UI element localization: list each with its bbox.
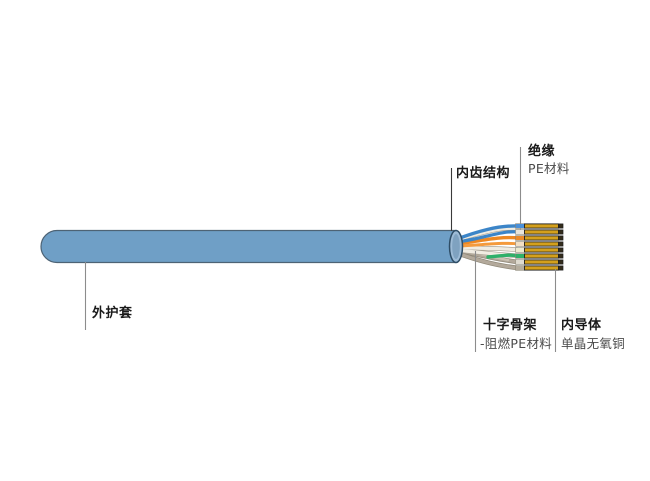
copper-tip [558, 235, 564, 241]
copper-bar [524, 247, 559, 253]
copper-tip [558, 247, 564, 253]
copper-bar [524, 235, 559, 241]
insulation-stub [515, 241, 525, 247]
insulation-stub [515, 223, 525, 229]
label-cross-frame: 十字骨架 [483, 318, 538, 333]
copper-tip [558, 223, 564, 229]
wire-green [486, 253, 521, 259]
copper-bar [524, 229, 559, 235]
copper-tip [558, 259, 564, 265]
copper-conductor-tips [558, 223, 564, 271]
copper-tip [558, 253, 564, 259]
insulation-stub [515, 265, 525, 271]
copper-bar [524, 241, 559, 247]
copper-bar [524, 223, 559, 229]
label-inner-tooth: 内齿结构 [456, 166, 511, 181]
insulation-stub [515, 247, 525, 253]
copper-bar [524, 259, 559, 265]
insulation-stub [515, 229, 525, 235]
label-insulation: 绝缘 [528, 144, 556, 159]
leader-lines [84, 147, 557, 352]
copper-bar [524, 265, 559, 271]
copper-conductors [524, 223, 559, 271]
wire-orange [455, 241, 521, 248]
wire-blue [455, 230, 521, 244]
copper-tip [558, 241, 564, 247]
copper-bar [524, 253, 559, 259]
label-inner-conductor-material: 单晶无氧铜 [561, 336, 626, 351]
label-insulation-material: PE材料 [528, 161, 570, 176]
insulation-stub [515, 253, 525, 259]
jacket-mouth-inner [452, 234, 460, 259]
wire-grey [455, 251, 521, 270]
label-outer-sheath: 外护套 [92, 306, 133, 321]
insulation-stub [515, 259, 525, 265]
label-cross-frame-material: -阻燃PE材料 [480, 336, 553, 351]
copper-tip [558, 229, 564, 235]
copper-tip [558, 265, 564, 271]
insulation-stubs [515, 223, 525, 271]
cable-jacket [40, 229, 457, 264]
twisted-pair-wires [454, 224, 522, 271]
insulation-stub [515, 235, 525, 241]
label-inner-conductor: 内导体 [561, 318, 602, 333]
wire-blue [455, 224, 521, 241]
